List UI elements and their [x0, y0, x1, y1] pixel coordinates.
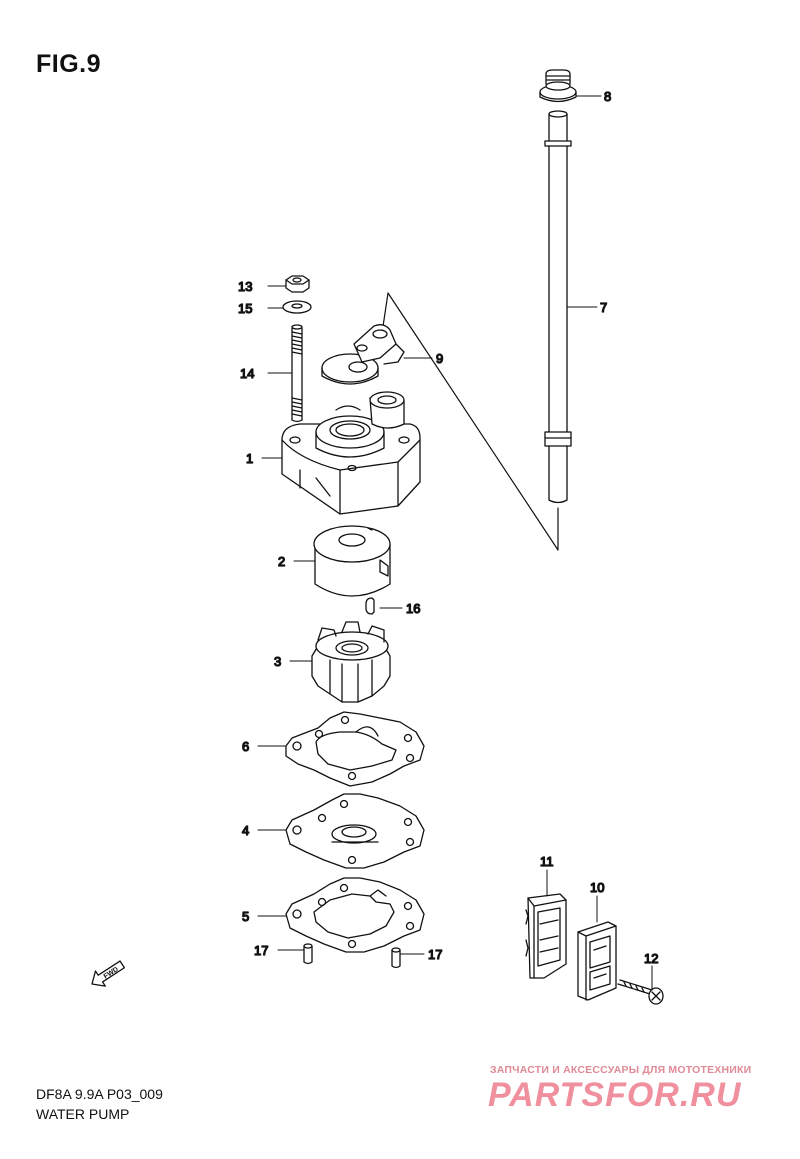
diagram-name: WATER PUMP: [36, 1106, 130, 1122]
part-14-stud-bolt[interactable]: [291, 324, 303, 423]
callout-3: 3: [274, 654, 281, 669]
callout-7: 7: [600, 300, 607, 315]
part-2-impeller-housing[interactable]: [313, 525, 391, 597]
fwd-arrow-label: FWD: [103, 966, 120, 981]
part-16-key[interactable]: [365, 597, 375, 615]
part-5-gasket-lower[interactable]: [285, 877, 425, 953]
callout-6: 6: [242, 739, 249, 754]
callout-1: 1: [246, 451, 253, 466]
leader-lines: [257, 95, 653, 991]
callout-16: 16: [406, 601, 420, 616]
callout-17-right: 17: [428, 947, 442, 962]
part-8-grommet[interactable]: [539, 69, 577, 103]
part-4-plate[interactable]: [285, 793, 425, 869]
callout-15: 15: [238, 301, 252, 316]
figure-label: FIG.9: [36, 50, 102, 78]
callout-9: 9: [436, 351, 443, 366]
part-6-gasket-upper[interactable]: [285, 711, 425, 787]
callout-10: 10: [590, 880, 604, 895]
part-11-bracket[interactable]: [525, 893, 567, 979]
part-9-seal[interactable]: [321, 324, 405, 385]
fwd-arrow-icon: FWD: [91, 960, 126, 987]
callout-17-left: 17: [254, 943, 268, 958]
callout-2: 2: [278, 554, 285, 569]
part-12-screw[interactable]: [617, 979, 664, 1005]
assembly-leader-line: [380, 292, 559, 551]
part-17-dowel-pin-right[interactable]: [391, 947, 401, 969]
part-10-cover[interactable]: [577, 921, 617, 1001]
part-13-nut[interactable]: [285, 275, 310, 293]
callout-5: 5: [242, 909, 249, 924]
callout-8: 8: [604, 89, 611, 104]
part-3-impeller[interactable]: [311, 621, 391, 703]
part-15-washer[interactable]: [282, 300, 312, 314]
callout-13: 13: [238, 279, 252, 294]
part-1-pump-case[interactable]: [281, 391, 421, 515]
part-17-dowel-pin-left[interactable]: [303, 943, 313, 965]
watermark-logo: PARTSFOR.RU: [488, 1076, 742, 1114]
part-7-water-tube[interactable]: [544, 110, 572, 504]
callout-12: 12: [644, 951, 658, 966]
callout-14: 14: [240, 366, 254, 381]
watermark-subtitle: ЗАПЧАСТИ И АКСЕССУАРЫ ДЛЯ МОТОТЕХНИКИ: [490, 1064, 752, 1076]
callout-11: 11: [540, 854, 554, 869]
diagram-code: DF8A 9.9A P03_009: [36, 1086, 163, 1102]
callout-4: 4: [242, 823, 249, 838]
